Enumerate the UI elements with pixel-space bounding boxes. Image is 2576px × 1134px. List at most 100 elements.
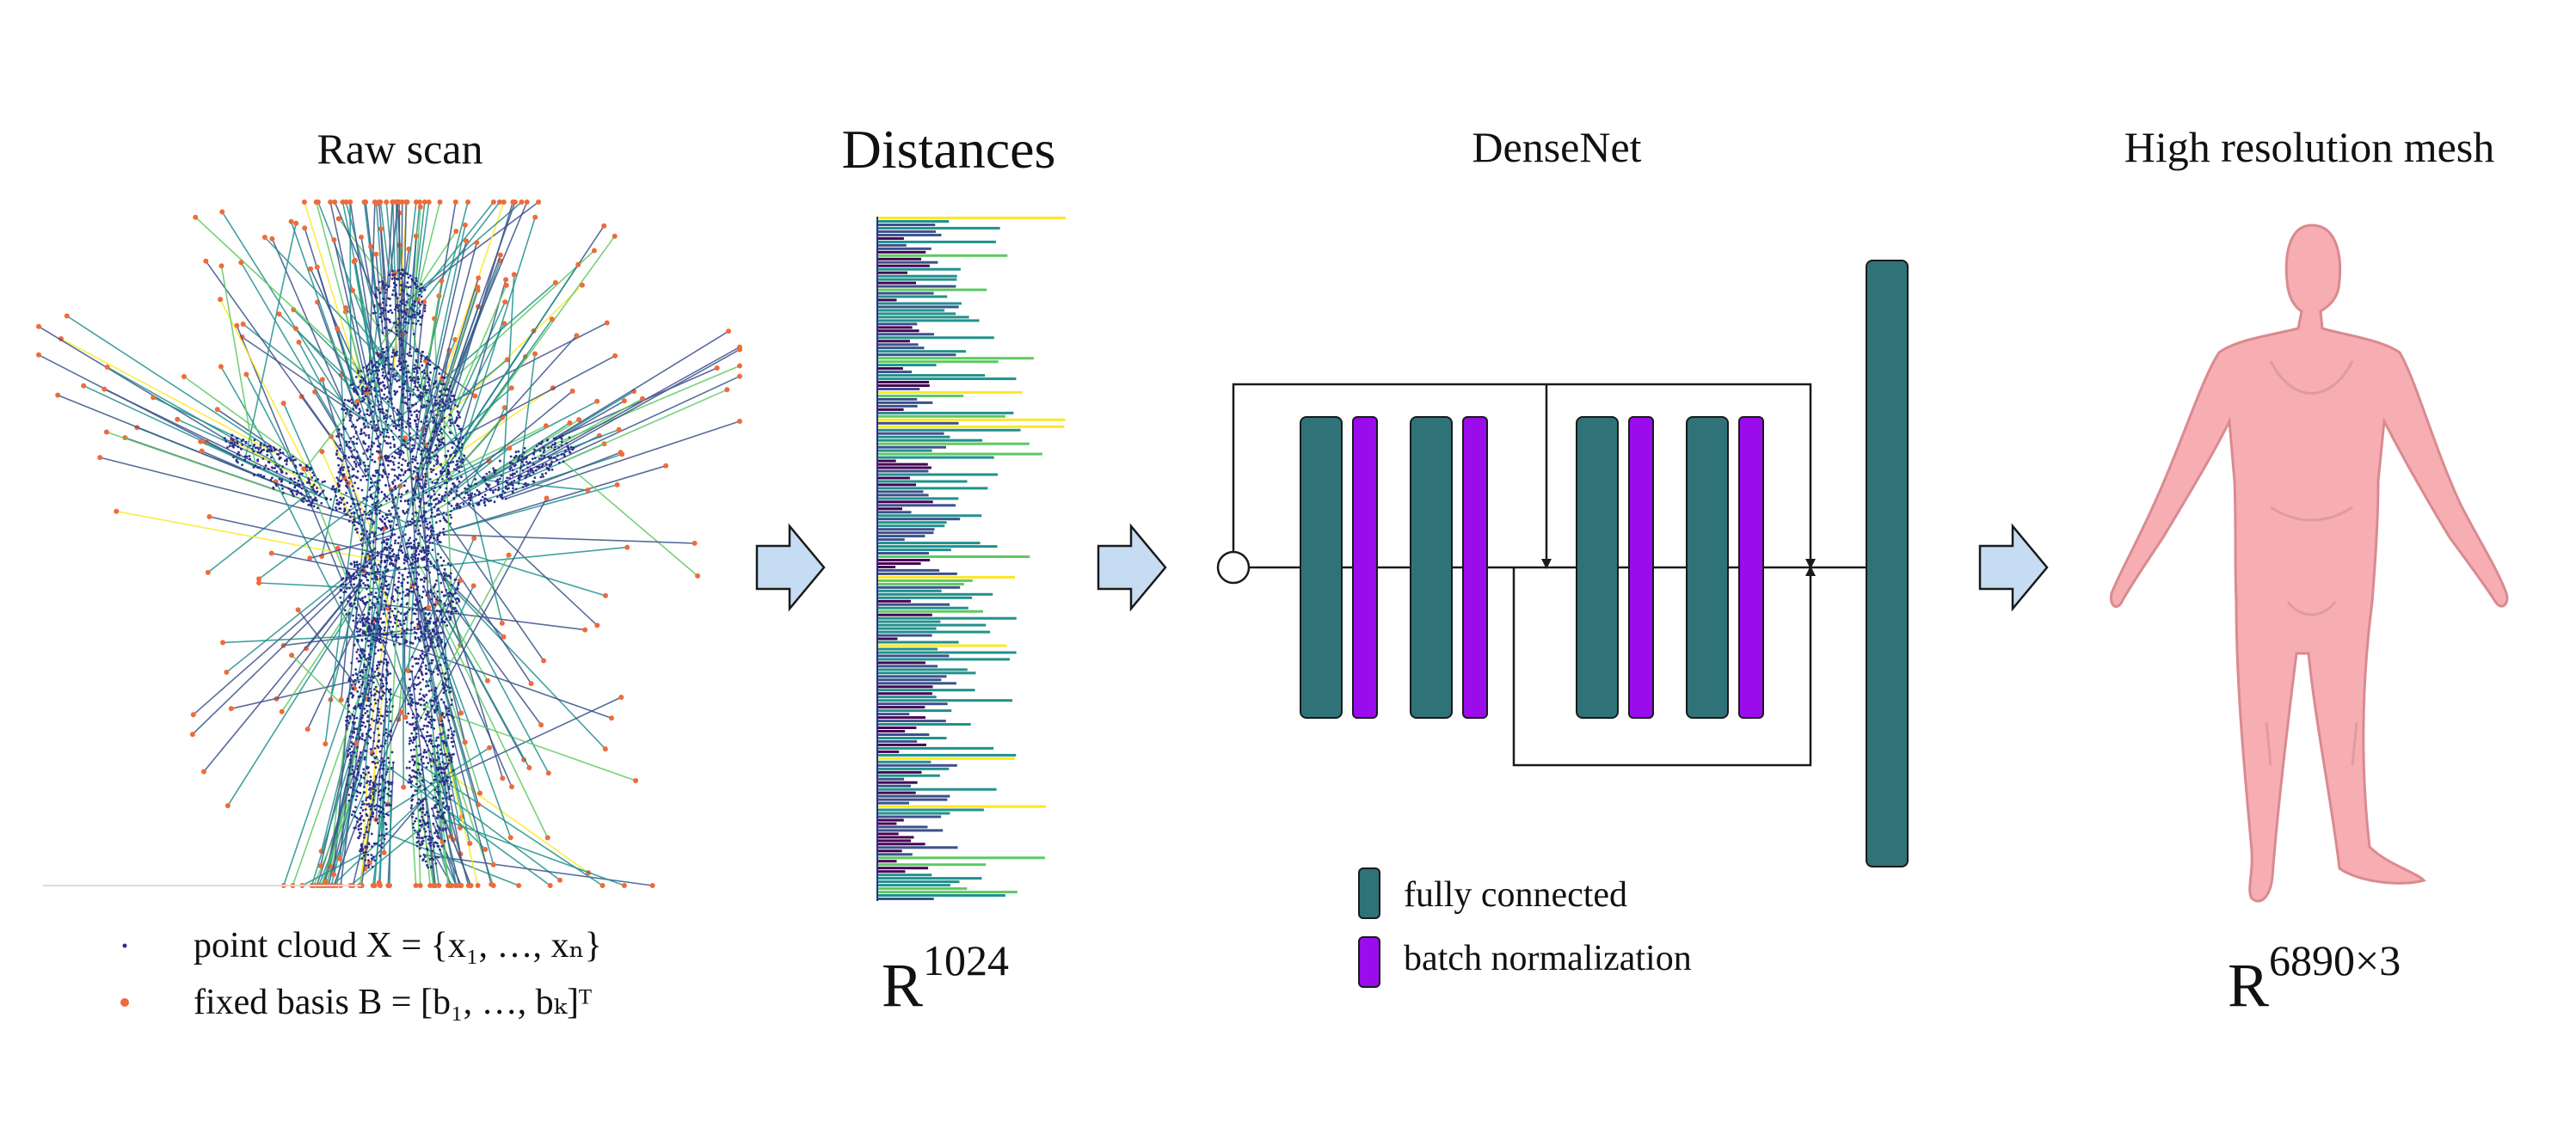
cloud-point (372, 855, 375, 858)
cloud-point (423, 576, 426, 579)
cloud-point (399, 272, 403, 275)
cloud-point (392, 643, 396, 647)
basis-point (618, 450, 624, 456)
cloud-point (419, 290, 422, 292)
cloud-point (439, 470, 442, 473)
cloud-point (381, 587, 384, 591)
cloud-point (392, 373, 395, 377)
cloud-point (429, 617, 433, 620)
cloud-point (454, 578, 458, 581)
cloud-point (389, 720, 392, 723)
cloud-point (403, 484, 406, 487)
cloud-point (226, 446, 229, 449)
cloud-point (266, 454, 269, 457)
cloud-point (413, 364, 416, 367)
cloud-point (456, 463, 459, 466)
basis-point (381, 849, 387, 855)
basis-point (304, 646, 310, 652)
cloud-point (385, 554, 389, 557)
basis-point (547, 883, 553, 888)
cloud-point (408, 407, 411, 410)
cloud-point (367, 699, 370, 702)
cloud-point (433, 493, 436, 496)
cloud-point (372, 760, 375, 763)
basis-point (490, 199, 496, 205)
cloud-point (301, 472, 304, 475)
cloud-point (366, 766, 370, 769)
basis-line (422, 585, 513, 788)
distance-bar (877, 713, 910, 716)
basis-point (624, 544, 630, 550)
cloud-point (361, 396, 365, 399)
cloud-point (424, 536, 427, 539)
cloud-point (450, 390, 453, 394)
cloud-point (280, 471, 284, 474)
cloud-point (513, 456, 516, 459)
cloud-point (422, 556, 425, 560)
cloud-point (400, 277, 403, 279)
basis-point (601, 223, 607, 229)
cloud-point (429, 641, 433, 645)
cloud-point (397, 475, 399, 479)
cloud-point (416, 559, 420, 561)
cloud-point (386, 385, 389, 389)
cloud-point (451, 441, 453, 444)
cloud-point (397, 572, 401, 574)
cloud-point (421, 449, 425, 452)
basis-line (220, 366, 282, 473)
cloud-point (447, 595, 451, 598)
basis-point (612, 233, 618, 239)
cloud-point (313, 499, 317, 502)
cloud-point (298, 463, 302, 466)
cloud-point (406, 420, 409, 423)
cloud-point (444, 683, 447, 687)
cloud-point (421, 673, 424, 677)
distance-bar (877, 528, 935, 531)
cloud-point (364, 617, 366, 621)
distance-bar (877, 791, 916, 794)
cloud-point (430, 689, 433, 692)
basis-point (465, 883, 471, 888)
cloud-point (366, 408, 368, 412)
distance-bar (877, 634, 932, 637)
cloud-point (373, 652, 377, 655)
cloud-point (315, 492, 318, 494)
cloud-point (440, 495, 444, 498)
cloud-point (348, 586, 351, 590)
cloud-point (377, 746, 380, 749)
cloud-point (353, 775, 355, 778)
cloud-point (410, 316, 414, 319)
cloud-point (432, 822, 435, 825)
cloud-point (460, 458, 463, 462)
basis-line (454, 607, 542, 726)
cloud-point (415, 433, 419, 436)
cloud-point (380, 757, 384, 760)
cloud-point (347, 710, 350, 714)
cloud-point (401, 415, 403, 419)
cloud-point (256, 451, 260, 454)
cloud-point (394, 558, 397, 561)
cloud-point (403, 612, 407, 616)
cloud-point (378, 377, 380, 380)
cloud-point (439, 519, 442, 523)
cloud-point (554, 445, 556, 449)
cloud-point (424, 664, 427, 667)
cloud-point (395, 426, 397, 430)
cloud-point (377, 714, 380, 717)
cloud-point (262, 467, 266, 470)
cloud-point (375, 537, 378, 541)
cloud-point (369, 481, 372, 484)
cloud-point (314, 496, 317, 500)
cloud-point (421, 520, 425, 524)
cloud-point (365, 366, 368, 370)
basis-line (302, 852, 365, 886)
cloud-point (323, 480, 326, 483)
cloud-point (301, 482, 304, 485)
cloud-point (390, 529, 393, 531)
cloud-point (393, 479, 397, 481)
cloud-point (368, 687, 372, 690)
cloud-point (378, 739, 381, 742)
cloud-point (470, 494, 473, 498)
cloud-point (421, 652, 424, 655)
distance-bar (877, 343, 919, 346)
